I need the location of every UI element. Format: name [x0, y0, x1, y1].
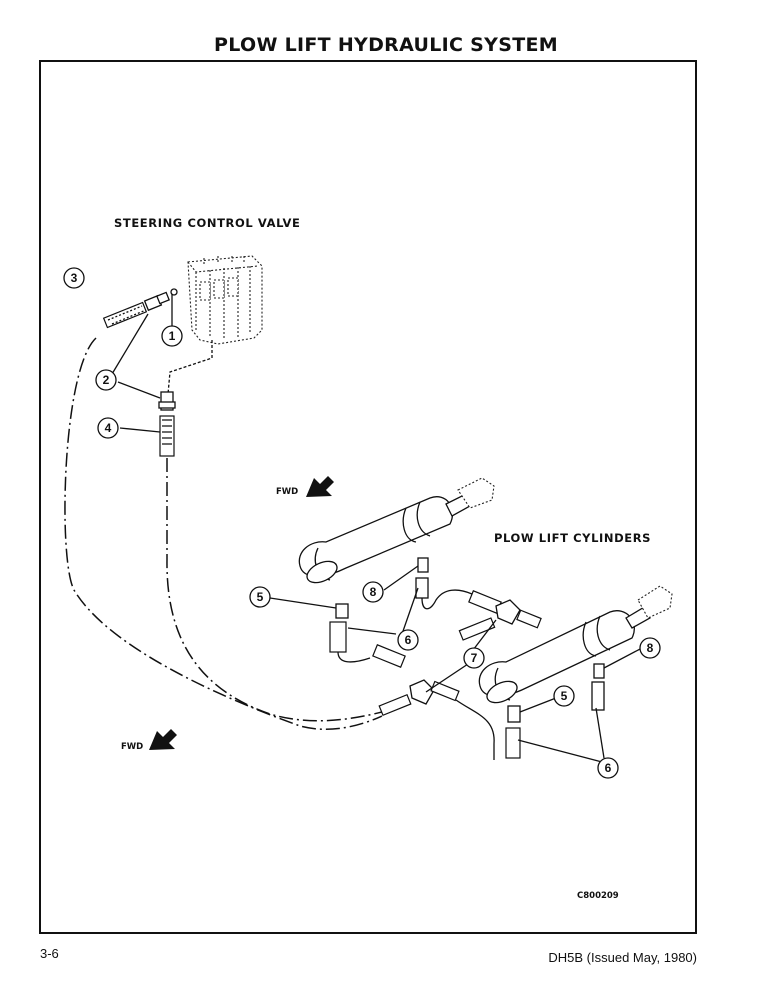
- steering-valve-label: STEERING CONTROL VALVE: [114, 216, 300, 230]
- callout-5-right-number: 5: [561, 689, 568, 703]
- callout-8-left: 8: [362, 581, 384, 603]
- callout-1: 1: [161, 325, 183, 347]
- illustration-frame: [39, 60, 697, 934]
- valve-fittings: [102, 288, 178, 457]
- callout-6-left-number: 6: [405, 633, 412, 647]
- callout-6-right-number: 6: [605, 761, 612, 775]
- steering-control-valve: [167, 255, 263, 395]
- fwd-label-lower: FWD: [121, 742, 143, 752]
- callout-3: 3: [63, 267, 85, 289]
- callout-5-left: 5: [249, 586, 271, 608]
- figure-code: C800209: [577, 891, 619, 901]
- callout-3-number: 3: [71, 271, 78, 285]
- plow-lift-cylinder-right: [478, 585, 673, 704]
- callout-8-right: 8: [639, 637, 661, 659]
- plow-lift-cylinder-left: [298, 477, 495, 584]
- callout-8-right-number: 8: [647, 641, 654, 655]
- callout-6-left: 6: [397, 629, 419, 651]
- callout-6-right: 6: [597, 757, 619, 779]
- document-reference: DH5B (Issued May, 1980): [548, 950, 697, 965]
- callout-4-number: 4: [105, 421, 112, 435]
- callout-1-number: 1: [169, 329, 176, 343]
- callout-leaders: [111, 294, 643, 763]
- callout-4: 4: [97, 417, 119, 439]
- callout-8-left-number: 8: [370, 585, 377, 599]
- page-number: 3-6: [40, 946, 59, 961]
- cylinder-fittings: [329, 557, 605, 760]
- page-title: PLOW LIFT HYDRAULIC SYSTEM: [214, 34, 558, 56]
- fwd-arrow-lower-icon: [149, 729, 177, 750]
- fwd-label-upper: FWD: [276, 487, 298, 497]
- callout-7-number: 7: [471, 651, 478, 665]
- callout-5-left-number: 5: [257, 590, 264, 604]
- fwd-arrow-upper-icon: [306, 476, 334, 497]
- callout-2: 2: [95, 369, 117, 391]
- callout-2-number: 2: [103, 373, 110, 387]
- plow-cylinders-label: PLOW LIFT CYLINDERS: [494, 531, 651, 545]
- callout-5-right: 5: [553, 685, 575, 707]
- hydraulic-lines: [64, 337, 383, 731]
- callout-7: 7: [463, 647, 485, 669]
